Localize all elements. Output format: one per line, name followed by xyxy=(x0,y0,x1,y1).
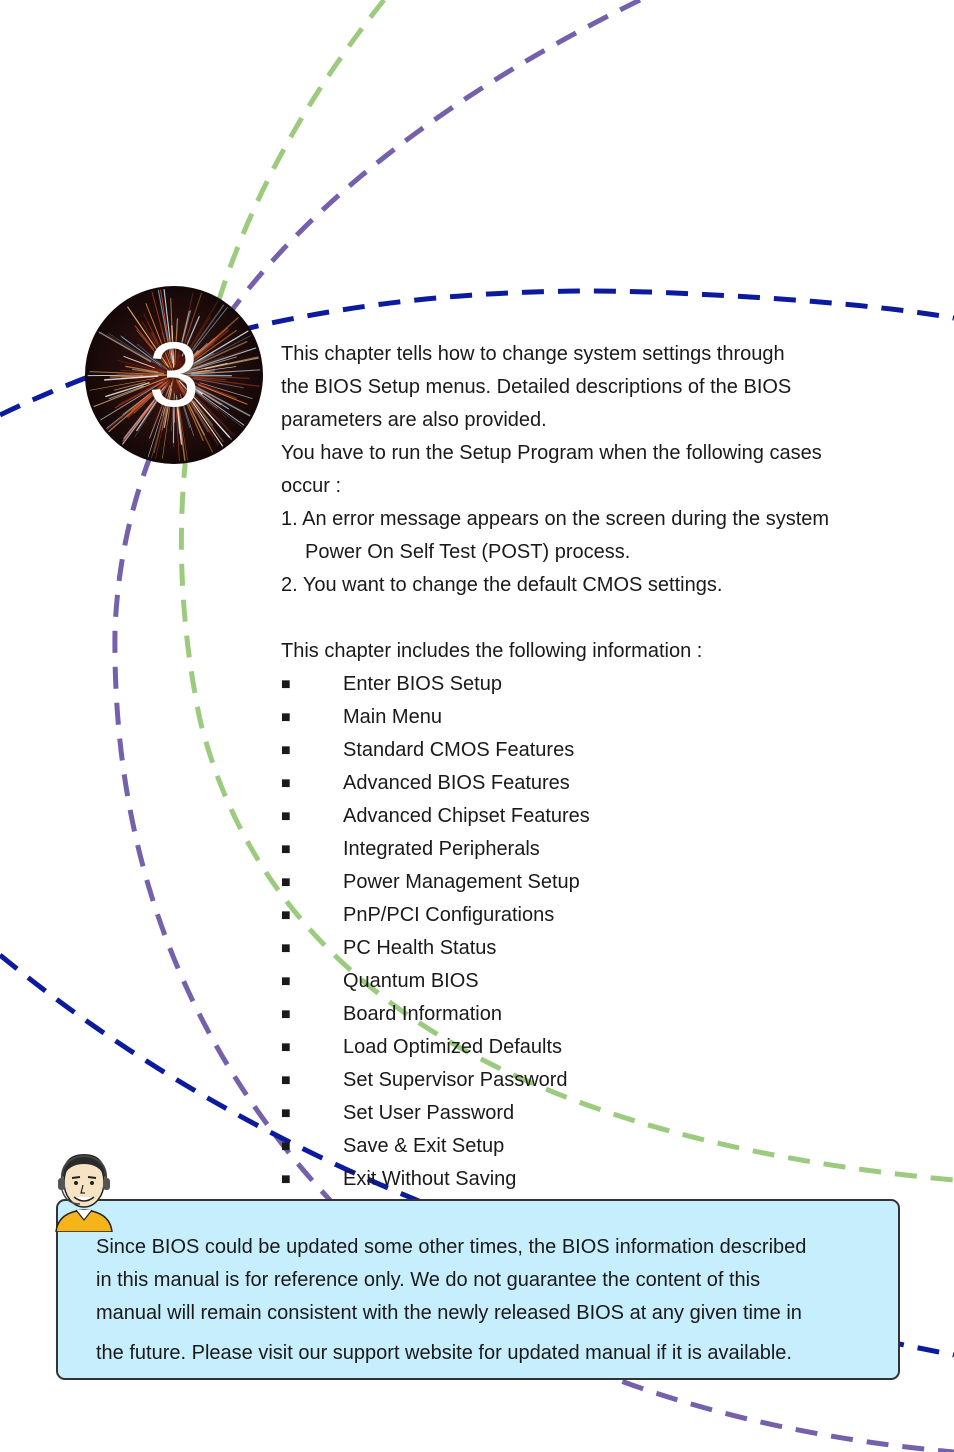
list-item: ■ Board Information xyxy=(281,998,921,1031)
spacer xyxy=(281,602,921,635)
list-item: ■ Load Optimized Defaults xyxy=(281,1031,921,1064)
bullet-icon: ■ xyxy=(281,940,291,957)
list-item-label: Set User Password xyxy=(343,1102,515,1124)
list-item-label: Board Information xyxy=(343,1003,502,1025)
bullet-icon: ■ xyxy=(281,1138,291,1155)
list-item: ■ Set User Password xyxy=(281,1097,921,1130)
bullet-icon: ■ xyxy=(281,1039,291,1056)
list-item-label: Standard CMOS Features xyxy=(343,739,575,761)
list-item-label: Quantum BIOS xyxy=(343,970,479,992)
list-item-label: Load Optimized Defaults xyxy=(343,1036,563,1058)
purple-dashed-arc xyxy=(112,0,954,1452)
support-agent-icon xyxy=(55,1154,113,1232)
case-item: 2. You want to change the default CMOS s… xyxy=(281,574,723,596)
list-item: ■ Quantum BIOS xyxy=(281,965,921,998)
bullet-icon: ■ xyxy=(281,1072,291,1089)
intro-line: the BIOS Setup menus. Detailed descripti… xyxy=(281,376,792,398)
list-item-label: Save & Exit Setup xyxy=(343,1135,505,1157)
list-item: ■ Advanced Chipset Features xyxy=(281,800,921,833)
intro-line: You have to run the Setup Program when t… xyxy=(281,442,822,464)
list-item: ■ Enter BIOS Setup xyxy=(281,668,921,701)
list-item-label: Integrated Peripherals xyxy=(343,838,540,860)
bullet-icon: ■ xyxy=(281,1006,291,1023)
note-line: Since BIOS could be updated some other t… xyxy=(96,1236,807,1258)
note-line: in this manual is for reference only. We… xyxy=(96,1269,761,1291)
list-item-label: Power Management Setup xyxy=(343,871,580,893)
bullet-icon: ■ xyxy=(281,808,291,825)
bullet-icon: ■ xyxy=(281,874,291,891)
information-list: ■ Enter BIOS Setup ■ Main Menu ■ Standard CMO… xyxy=(281,668,921,1196)
list-item-label: Exit Without Saving xyxy=(343,1168,517,1190)
list-item: ■ Exit Without Saving xyxy=(281,1163,921,1196)
list-item: ■ Advanced BIOS Features xyxy=(281,767,921,800)
bullet-icon: ■ xyxy=(281,742,291,759)
list-item: ■ PnP/PCI Configurations xyxy=(281,899,921,932)
note-line: manual will remain consistent with the n… xyxy=(96,1302,802,1324)
note-box: Since BIOS could be updated some other t… xyxy=(56,1199,900,1380)
green-dashed-arc xyxy=(178,0,954,1183)
intro-line: This chapter tells how to change system … xyxy=(281,343,785,365)
bullet-icon: ■ xyxy=(281,676,291,693)
bullet-icon: ■ xyxy=(281,841,291,858)
list-item: ■ Main Menu xyxy=(281,701,921,734)
list-item: ■ Standard CMOS Features xyxy=(281,734,921,767)
list-item: ■ PC Health Status xyxy=(281,932,921,965)
list-item: ■ Power Management Setup xyxy=(281,866,921,899)
chapter-intro: This chapter tells how to change system … xyxy=(281,338,921,1196)
bullet-icon: ■ xyxy=(281,1171,291,1188)
list-item-label: Advanced BIOS Features xyxy=(343,772,570,794)
starburst-icon xyxy=(85,286,263,464)
intro-line: parameters are also provided. xyxy=(281,409,547,431)
case-item: 1. An error message appears on the scree… xyxy=(281,508,830,530)
bullet-icon: ■ xyxy=(281,973,291,990)
list-item-label: PC Health Status xyxy=(343,937,497,959)
list-item-label: Advanced Chipset Features xyxy=(343,805,590,827)
list-item-label: Main Menu xyxy=(343,706,442,728)
bullet-icon: ■ xyxy=(281,1105,291,1122)
list-item-label: PnP/PCI Configurations xyxy=(343,904,555,926)
bullet-icon: ■ xyxy=(281,907,291,924)
intro-line: occur : xyxy=(281,475,342,497)
bullet-icon: ■ xyxy=(281,709,291,726)
list-heading: This chapter includes the following info… xyxy=(281,640,703,662)
list-item: ■ Integrated Peripherals xyxy=(281,833,921,866)
chapter-number: 3 xyxy=(148,324,200,426)
list-item: ■ Set Supervisor Password xyxy=(281,1064,921,1097)
list-item-label: Set Supervisor Password xyxy=(343,1069,568,1091)
note-line: the future. Please visit our support web… xyxy=(96,1342,792,1364)
navy-dashed-arc-top xyxy=(0,288,954,418)
chapter-badge: 3 xyxy=(84,285,264,465)
list-item: ■ Save & Exit Setup xyxy=(281,1130,921,1163)
list-item-label: Enter BIOS Setup xyxy=(343,673,502,695)
case-item-continuation: Power On Self Test (POST) process. xyxy=(305,541,631,563)
bullet-icon: ■ xyxy=(281,775,291,792)
note-text: Since BIOS could be updated some other t… xyxy=(96,1231,886,1370)
